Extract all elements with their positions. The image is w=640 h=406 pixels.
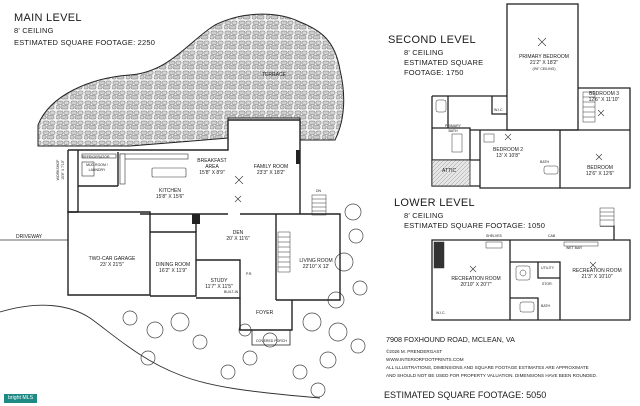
room-mudroom: MUD ROOM / LAUNDRY [86,163,108,172]
second-level-walls [431,3,631,189]
label-cab: CAB [548,234,556,238]
label-refrigerator: REFRIGERATOR [82,155,110,159]
ceiling-fans-second [504,37,605,161]
lower-level-fixtures [433,207,615,313]
ceiling-fans-lower [469,261,597,273]
room-storage: STOR. [542,282,553,286]
main-level-ceiling: 8' CEILING [14,26,54,35]
terrace-area [37,13,345,147]
property-address: 7908 FOXHOUND ROAD, MCLEAN, VA [386,335,515,344]
label-second-bath: BATH [540,160,550,164]
main-level-sqft: ESTIMATED SQUARE FOOTAGE: 2250 [14,38,156,47]
disclaimer-line-2: AND SHOULD NOT BE USED FOR PROPERTY VALU… [386,373,598,378]
second-level-title: SECOND LEVEL [388,34,476,46]
attic-hatch [431,159,471,187]
label-second-wic: W.I.C. [494,108,504,112]
second-level-sqft-value: FOOTAGE: 1750 [404,68,464,77]
lower-level-ceiling: 8' CEILING [404,211,444,220]
main-level-title: MAIN LEVEL [14,12,82,24]
label-stairs-dn: DN [316,189,322,193]
second-level-sqft-label: ESTIMATED SQUARE [404,58,484,67]
room-utility: UTILITY [541,266,555,270]
room-lower-bath: BATH [541,304,551,308]
driveway-curve [0,304,321,399]
website-link[interactable]: WWW.INTERIORFOOTPRINTS.COM [386,357,464,362]
lower-level-sqft: ESTIMATED SQUARE FOOTAGE: 1050 [404,221,546,230]
room-terrace: TERRACE [262,72,286,78]
fireplaces [192,150,300,224]
room-bedroom-3: BEDROOM 312'6" x 11'10" [588,91,620,103]
second-level-fixtures [435,91,596,175]
room-foyer: FOYER [256,310,274,316]
disclaimer-line-1: ALL ILLUSTRATIONS, DIMENSIONS AND SQUARE… [386,365,589,370]
label-wet-bar: WET BAR [566,246,582,250]
label-lower-wic: W.I.C. [436,311,446,315]
room-porch: COVERED PORCH [256,339,287,343]
room-attic: ATTIC [442,168,457,174]
label-driveway: DRIVEWAY [16,234,43,240]
label-shelves: SHELVES [486,234,502,238]
main-stairs [277,194,327,273]
mls-watermark: bright MLS [4,394,38,403]
second-level-ceiling: 8' CEILING [404,48,444,57]
lower-level-title: LOWER LEVEL [394,197,475,209]
room-bedroom-2: BEDROOM 213' x 10'8" [492,147,523,159]
landscape-trees [122,203,368,398]
ceiling-fans-main [234,175,244,203]
copyright: ©2026 M. PRENDERGAST [386,349,443,354]
label-powder-room: P.R. [246,272,253,276]
room-primary-bath: PRIMARY BATH [445,124,461,133]
label-builtin: BUILT-IN [224,290,239,294]
kitchen-fixtures [81,153,189,185]
main-level-walls [67,119,341,346]
total-square-footage: ESTIMATED SQUARE FOOTAGE: 5050 [384,390,547,400]
